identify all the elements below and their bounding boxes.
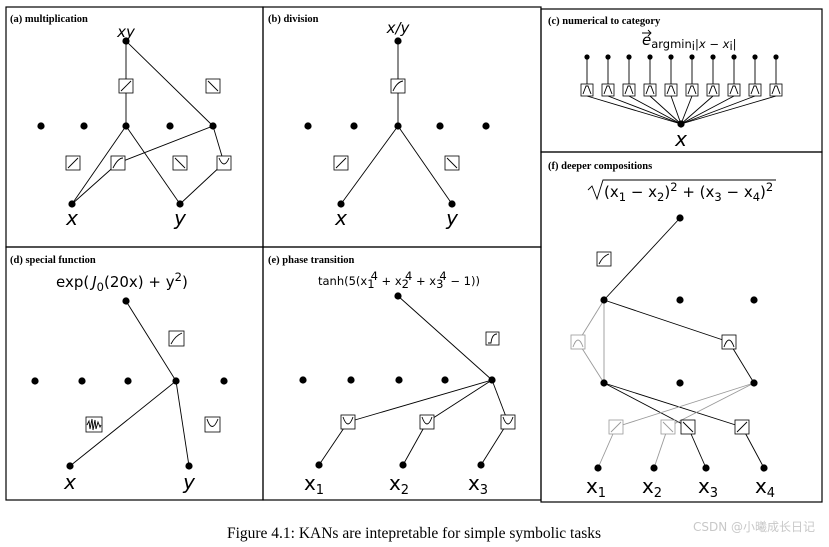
category-input-edge xyxy=(628,95,682,125)
category-input-edge xyxy=(680,95,735,125)
panel-a-input-x: x xyxy=(65,206,78,230)
activation-glyph-icon xyxy=(708,85,718,95)
activation-glyph-icon xyxy=(603,85,613,95)
panel-f-input-x1: x1 xyxy=(586,474,606,501)
panel-f-formula: (x1 − x2)2 + (x3 − x4)2 xyxy=(604,180,773,204)
category-node xyxy=(584,54,590,60)
activation-glyph-icon xyxy=(771,85,781,95)
panel-f-input-x4: x4 xyxy=(755,474,775,501)
panel-e-formula: tanh(5(x14 + x24 + x34 − 1)) xyxy=(318,269,480,291)
panel-c-network xyxy=(580,54,783,128)
panel-d-input-y: y xyxy=(182,470,196,494)
panel-c-formula-base: e xyxy=(642,31,651,49)
category-node xyxy=(710,54,716,60)
category-input-edge xyxy=(680,95,693,125)
panel-c-input-x: x xyxy=(674,127,687,151)
category-input-edge xyxy=(607,95,682,125)
category-node xyxy=(626,54,632,60)
panel-a-frame xyxy=(5,6,264,248)
vector-arrow-icon xyxy=(642,29,652,37)
category-node xyxy=(752,54,758,60)
activation-glyph-icon xyxy=(687,85,697,95)
panel-f-input-x2: x2 xyxy=(642,474,662,501)
activation-box xyxy=(643,83,657,97)
category-input-edge xyxy=(680,95,777,125)
panel-d-input-x: x xyxy=(63,470,76,494)
panel-b-network xyxy=(304,37,490,208)
figure-caption: Figure 4.1: KANs are intepretable for si… xyxy=(227,525,601,542)
activation-glyph-icon xyxy=(582,85,592,95)
panel-f-title: (f) deeper compositions xyxy=(548,161,652,172)
panel-b-input-x: x xyxy=(334,206,347,230)
panel-e-input-x3: x3 xyxy=(468,471,488,498)
activation-box xyxy=(664,83,678,97)
panel-e-input-x2: x2 xyxy=(389,471,409,498)
category-node xyxy=(668,54,674,60)
category-input-edge xyxy=(649,95,682,125)
panel-d-title: (d) special function xyxy=(10,255,96,266)
panel-f-input-x3: x3 xyxy=(698,474,718,501)
panel-a-network xyxy=(37,37,232,208)
category-input-edge xyxy=(680,95,756,125)
panel-a-input-y: y xyxy=(173,206,187,230)
activation-glyph-icon xyxy=(645,85,655,95)
activation-box xyxy=(706,83,720,97)
panel-c-formula: eargmini|x − xi| xyxy=(642,31,737,53)
sqrt-sign-icon xyxy=(587,179,776,201)
panel-f-network xyxy=(570,214,768,472)
category-input-edge xyxy=(670,95,682,125)
panel-a-formula: xy xyxy=(116,23,136,41)
category-node xyxy=(689,54,695,60)
panel-f-frame xyxy=(540,151,823,503)
activation-glyph-icon xyxy=(624,85,634,95)
activation-box xyxy=(685,83,699,97)
activation-box xyxy=(727,83,741,97)
panel-e-input-x1: x1 xyxy=(304,471,324,498)
panel-a-title: (a) multiplication xyxy=(10,14,88,25)
category-input-edge xyxy=(586,95,682,125)
panel-c-formula-sub: argmin xyxy=(651,37,692,51)
category-node xyxy=(731,54,737,60)
activation-box xyxy=(601,83,615,97)
activation-glyph-icon xyxy=(750,85,760,95)
activation-box xyxy=(748,83,762,97)
panel-b-title: (b) division xyxy=(268,14,319,25)
activation-box xyxy=(769,83,783,97)
activation-box xyxy=(622,83,636,97)
watermark: CSDN @小曦成长日记 xyxy=(693,520,815,534)
panel-b-formula: x/y xyxy=(386,19,411,37)
panel-e-title: (e) phase transition xyxy=(268,255,354,266)
category-input-edge xyxy=(680,95,714,125)
panel-d-network xyxy=(31,297,228,470)
panel-d-formula: exp(J0(20x) + y2) xyxy=(56,270,188,294)
activation-glyph-icon xyxy=(666,85,676,95)
activation-box xyxy=(580,83,594,97)
panel-b-input-y: y xyxy=(445,206,459,230)
category-node xyxy=(773,54,779,60)
activation-glyph-icon xyxy=(729,85,739,95)
category-node xyxy=(605,54,611,60)
panel-c-title: (c) numerical to category xyxy=(548,16,661,27)
category-node xyxy=(647,54,653,60)
panel-e-network xyxy=(299,292,516,469)
